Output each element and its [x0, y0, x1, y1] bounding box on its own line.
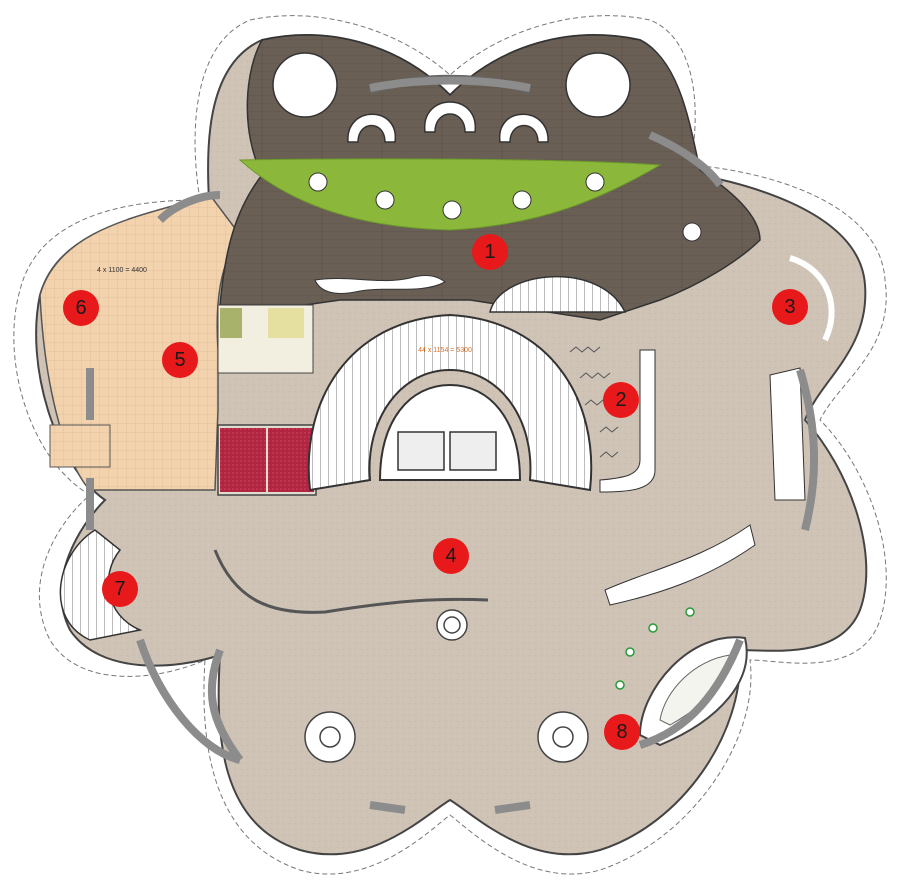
entrance-vestibule — [49, 424, 111, 468]
zone-number: 4 — [445, 545, 456, 567]
spiral-stair — [59, 529, 143, 641]
zone-marker-6[interactable]: 6 — [63, 290, 99, 326]
cloak-counter — [599, 349, 656, 493]
zone8-plants — [615, 607, 695, 690]
bar-counter — [314, 275, 446, 294]
round-fixtures — [304, 609, 589, 763]
zone-marker-4[interactable]: 4 — [433, 538, 469, 574]
zone-marker-8[interactable]: 8 — [604, 714, 640, 750]
toilet-stall-red-2 — [268, 428, 314, 492]
table-group — [308, 172, 702, 242]
zone-marker-1[interactable]: 1 — [472, 234, 508, 270]
arc-wall-zone3 — [789, 255, 835, 342]
curved-bench-right — [604, 524, 756, 606]
curved-bench-zone3 — [769, 367, 806, 501]
toilet-stall-red-1 — [220, 428, 266, 492]
elevator-left — [397, 431, 445, 471]
elevator-right — [449, 431, 497, 471]
outer-dashed-outline — [13, 15, 887, 875]
zone-number: 8 — [616, 721, 627, 743]
exterior-walls — [86, 76, 819, 814]
grand-staircase — [307, 313, 593, 492]
zone-number: 7 — [114, 578, 125, 600]
zone-number: 1 — [484, 241, 495, 263]
zone-marker-7[interactable]: 7 — [102, 571, 138, 607]
curved-wall-main — [213, 549, 489, 614]
stair-dimension-label: 44 x 1154 = 5300 — [418, 347, 472, 354]
zone-marker-5[interactable]: 5 — [162, 342, 198, 378]
garden-strip — [238, 158, 662, 231]
zone-number: 3 — [784, 296, 795, 318]
zone-number: 6 — [75, 297, 86, 319]
toilet-stall-yellow — [268, 308, 304, 338]
zone-number: 5 — [174, 349, 185, 371]
upper-stair — [489, 275, 627, 313]
zone-number: 2 — [615, 389, 626, 411]
zone-marker-2[interactable]: 2 — [603, 382, 639, 418]
small-stair-dimension-label: 4 x 1100 = 4400 — [97, 267, 147, 274]
zone-marker-3[interactable]: 3 — [772, 289, 808, 325]
toilet-stall-green — [220, 308, 242, 338]
